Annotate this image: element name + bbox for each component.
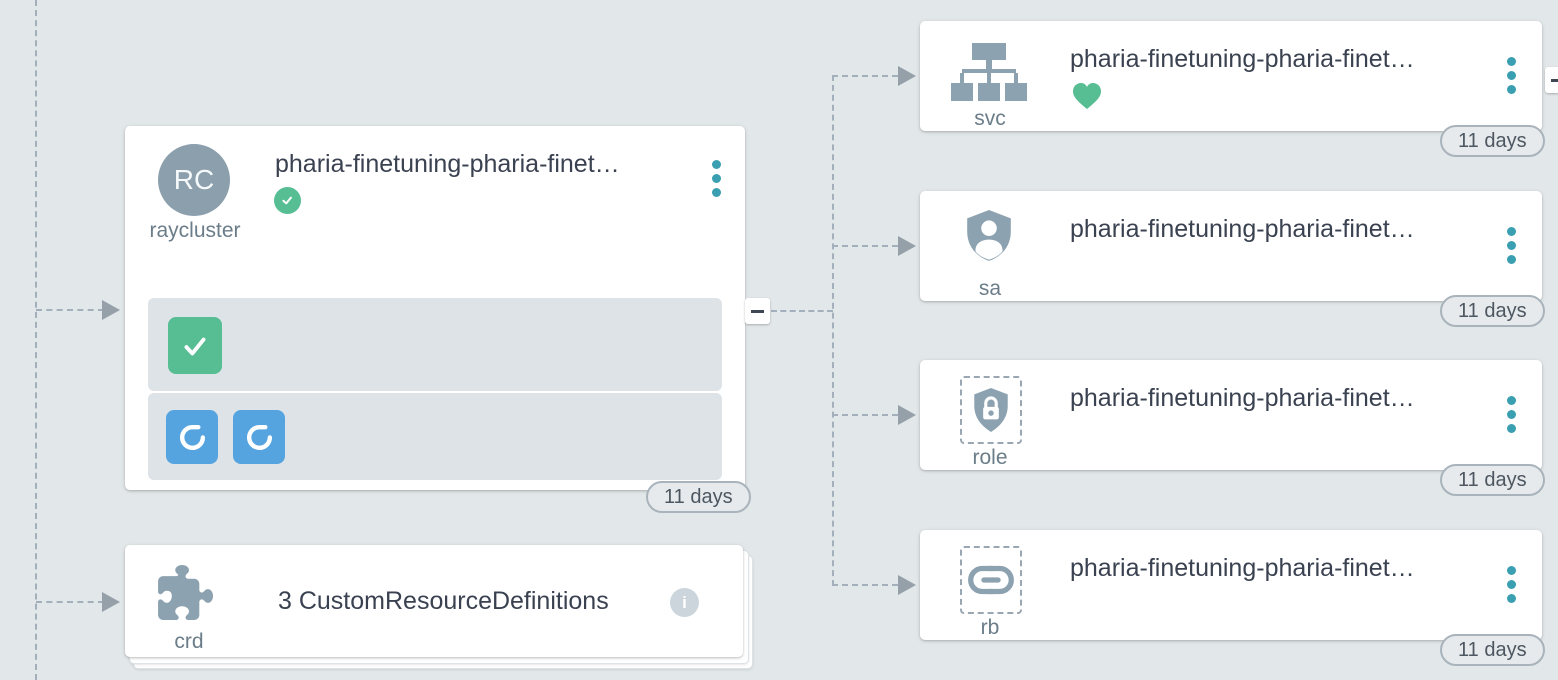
minus-icon — [1551, 78, 1558, 82]
connector-branch-svc — [832, 75, 898, 77]
rb-kind-label: rb — [980, 616, 1000, 639]
age-badge: 11 days — [646, 481, 751, 513]
rotate-arrow-icon[interactable] — [233, 410, 285, 464]
arrowhead-crd — [102, 592, 120, 612]
connector-branch-rb — [832, 584, 898, 586]
vertical-ellipsis-icon[interactable] — [1505, 227, 1517, 269]
node-raycluster[interactable]: RC raycluster pharia-finetuning-pharia-f… — [125, 126, 745, 490]
connector-branch-sa — [832, 245, 898, 247]
svc-kind-label: svc — [974, 107, 1006, 130]
shield-lock-icon — [960, 376, 1022, 444]
arrowhead-svc — [898, 66, 916, 86]
node-role[interactable]: role pharia-finetuning-pharia-finet… — [920, 360, 1542, 470]
vertical-ellipsis-icon[interactable] — [1505, 57, 1517, 99]
sitemap-icon — [951, 43, 1027, 101]
collapse-button[interactable] — [1545, 67, 1558, 93]
connector-minus-link — [771, 310, 833, 312]
vertical-ellipsis-icon[interactable] — [1505, 396, 1517, 438]
pod-group-panel-top — [148, 298, 722, 391]
connector-branch-raycluster — [36, 309, 104, 311]
age-badge: 11 days — [1440, 464, 1545, 496]
raycluster-kind-avatar: RC — [158, 144, 230, 216]
info-circle-icon[interactable]: i — [670, 588, 699, 617]
pod-group-panel-bottom — [148, 393, 722, 480]
node-sa[interactable]: sa pharia-finetuning-pharia-finet… — [920, 191, 1542, 301]
age-badge: 11 days — [1440, 125, 1545, 157]
check-circle-icon — [274, 187, 301, 214]
node-svc[interactable]: svc pharia-finetuning-pharia-finet… — [920, 21, 1542, 131]
shield-person-icon — [967, 210, 1011, 261]
role-title: pharia-finetuning-pharia-finet… — [1070, 384, 1415, 412]
check-square-icon[interactable] — [168, 317, 222, 374]
age-badge: 11 days — [1440, 634, 1545, 666]
heart-icon — [1073, 83, 1101, 109]
chain-link-icon — [960, 546, 1022, 614]
node-rb[interactable]: rb pharia-finetuning-pharia-finet… — [920, 530, 1542, 640]
sa-kind-label: sa — [978, 277, 1002, 300]
arrowhead-raycluster — [102, 300, 120, 320]
vertical-ellipsis-icon[interactable] — [1505, 566, 1517, 608]
arrowhead-role — [898, 405, 916, 425]
vertical-ellipsis-icon[interactable] — [710, 160, 722, 202]
node-crd-group[interactable]: crd 3 CustomResourceDefinitions i — [125, 545, 743, 657]
svc-title: pharia-finetuning-pharia-finet… — [1070, 45, 1415, 73]
connector-branch-role — [832, 414, 898, 416]
role-kind-label: role — [972, 446, 1008, 469]
sa-title: pharia-finetuning-pharia-finet… — [1070, 215, 1415, 243]
rb-title: pharia-finetuning-pharia-finet… — [1070, 554, 1415, 582]
crd-kind-label: crd — [174, 630, 204, 653]
crd-group-label: 3 CustomResourceDefinitions — [278, 587, 609, 615]
puzzle-piece-icon — [158, 565, 214, 620]
age-badge: 11 days — [1440, 295, 1545, 327]
raycluster-initials: RC — [173, 164, 215, 195]
minus-icon — [751, 309, 764, 313]
connector-trunk-right — [832, 75, 834, 586]
raycluster-kind-label: raycluster — [149, 219, 241, 242]
collapse-button[interactable] — [745, 298, 770, 324]
rotate-arrow-icon[interactable] — [166, 410, 218, 464]
raycluster-title: pharia-finetuning-pharia-finet… — [275, 150, 620, 178]
arrowhead-rb — [898, 575, 916, 595]
connector-trunk-left — [35, 0, 37, 680]
arrowhead-sa — [898, 236, 916, 256]
connector-branch-crd — [36, 601, 104, 603]
